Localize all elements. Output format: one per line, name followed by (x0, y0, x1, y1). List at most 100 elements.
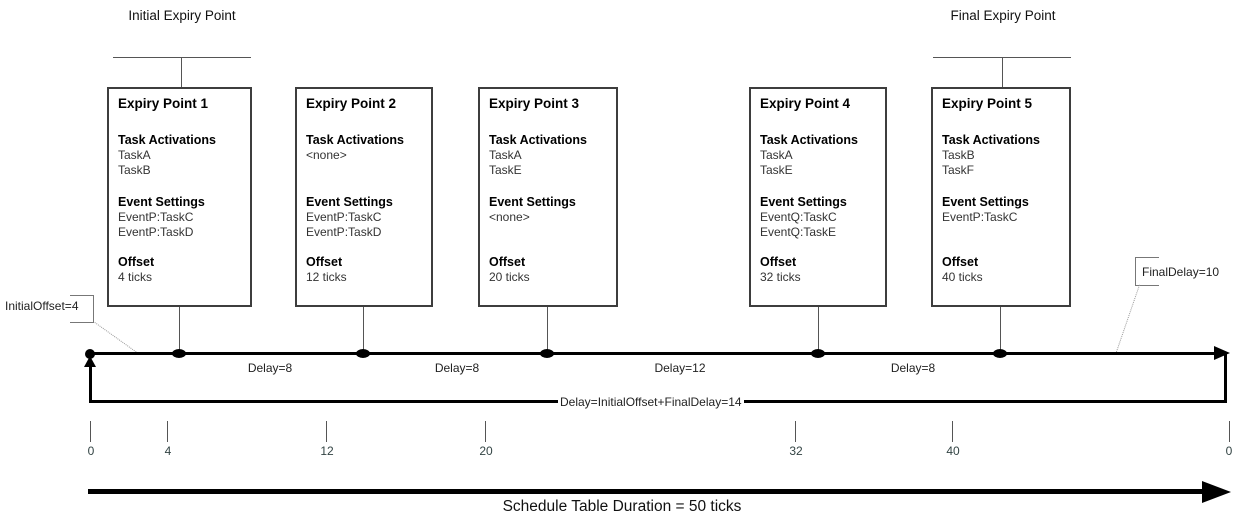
tick-4 (167, 421, 168, 442)
initial-offset-label: InitialOffset=4 (5, 299, 79, 313)
offset-value: 12 ticks (306, 270, 347, 284)
task-item: <none> (306, 148, 347, 162)
task-item: TaskB (942, 148, 975, 162)
tick-label: 20 (479, 444, 493, 458)
initial-offset-leader-line (94, 322, 139, 354)
initial-expiry-connector-vline (181, 57, 182, 87)
offset-section: Offset 12 ticks (306, 255, 427, 285)
duration-arrow-head (1202, 481, 1231, 503)
timeline (90, 352, 1216, 355)
task-activations-section: Task Activations TaskA TaskE (760, 133, 881, 178)
ep4-connector-line (818, 307, 819, 352)
ep3-timeline-marker (540, 349, 554, 358)
event-settings-section: Event Settings EventP:TaskC EventP:TaskD (306, 195, 427, 240)
ep2-timeline-marker (356, 349, 370, 358)
expiry-point-5-box: Expiry Point 5 Task Activations TaskB Ta… (931, 87, 1071, 307)
delay-label-2: Delay=8 (434, 361, 480, 375)
offset-header: Offset (118, 255, 155, 269)
event-settings-header: Event Settings (118, 195, 205, 209)
expiry-point-title: Expiry Point 4 (760, 96, 851, 111)
offset-section: Offset 32 ticks (760, 255, 881, 285)
task-item: TaskF (942, 163, 975, 177)
offset-section: Offset 4 ticks (118, 255, 246, 285)
final-delay-label: FinalDelay=10 (1142, 265, 1220, 279)
task-activations-header: Task Activations (942, 133, 1040, 147)
task-item: TaskE (489, 163, 522, 177)
tick-label: 4 (164, 444, 172, 458)
offset-header: Offset (942, 255, 979, 269)
offset-section: Offset 20 ticks (489, 255, 612, 285)
timeline-start-point (85, 349, 95, 359)
ep5-timeline-marker (993, 349, 1007, 358)
loop-right-vline (1224, 353, 1227, 403)
expiry-point-1-box: Expiry Point 1 Task Activations TaskA Ta… (107, 87, 252, 307)
event-item: EventQ:TaskE (760, 225, 837, 239)
offset-value: 4 ticks (118, 270, 153, 284)
wraparound-delay-label: Delay=InitialOffset+FinalDelay=14 (558, 395, 744, 409)
tick-end-0 (1229, 421, 1230, 442)
task-activations-section: Task Activations TaskA TaskE (489, 133, 612, 178)
event-settings-header: Event Settings (942, 195, 1029, 209)
event-settings-section: Event Settings EventQ:TaskC EventQ:TaskE (760, 195, 881, 240)
task-activations-header: Task Activations (306, 133, 404, 147)
event-settings-header: Event Settings (489, 195, 576, 209)
tick-40 (952, 421, 953, 442)
delay-label-3: Delay=12 (654, 361, 706, 375)
event-settings-header: Event Settings (760, 195, 847, 209)
expiry-point-title: Expiry Point 3 (489, 96, 580, 111)
initial-expiry-point-label: Initial Expiry Point (128, 8, 236, 23)
tick-20 (485, 421, 486, 442)
task-item: TaskB (118, 163, 151, 177)
tick-label: 40 (946, 444, 960, 458)
delay-label-4: Delay=8 (890, 361, 936, 375)
tick-0 (90, 421, 91, 442)
tick-label: 0 (87, 444, 95, 458)
tick-label: 32 (789, 444, 803, 458)
ep5-connector-line (1000, 307, 1001, 352)
initial-expiry-connector-hline (113, 57, 251, 58)
task-activations-section: Task Activations <none> (306, 133, 427, 163)
ep1-connector-line (179, 307, 180, 352)
offset-value: 20 ticks (489, 270, 530, 284)
offset-header: Offset (760, 255, 797, 269)
task-item: TaskA (760, 148, 793, 162)
delay-label-1: Delay=8 (247, 361, 293, 375)
expiry-point-3-box: Expiry Point 3 Task Activations TaskA Ta… (478, 87, 618, 307)
tick-label: 12 (320, 444, 334, 458)
expiry-point-4-box: Expiry Point 4 Task Activations TaskA Ta… (749, 87, 887, 307)
offset-value: 32 ticks (760, 270, 801, 284)
offset-header: Offset (306, 255, 343, 269)
duration-arrow-shaft (88, 489, 1204, 494)
event-item: EventP:TaskC (942, 210, 1018, 224)
event-settings-section: Event Settings <none> (489, 195, 612, 225)
ep4-timeline-marker (811, 349, 825, 358)
initial-offset-bracket (70, 295, 94, 323)
task-activations-header: Task Activations (760, 133, 858, 147)
ep3-connector-line (547, 307, 548, 352)
final-delay-bracket (1135, 257, 1159, 286)
tick-label: 0 (1225, 444, 1233, 458)
loop-return-arrowhead (84, 356, 96, 367)
loop-left-vline (89, 366, 92, 403)
expiry-point-2-box: Expiry Point 2 Task Activations <none> E… (295, 87, 433, 307)
offset-header: Offset (489, 255, 526, 269)
event-item: EventP:TaskC (118, 210, 194, 224)
task-item: TaskA (489, 148, 522, 162)
ep2-connector-line (363, 307, 364, 352)
task-activations-header: Task Activations (118, 133, 216, 147)
task-item: TaskA (118, 148, 151, 162)
expiry-point-title: Expiry Point 2 (306, 96, 397, 111)
event-settings-section: Event Settings EventP:TaskC (942, 195, 1065, 225)
offset-value: 40 ticks (942, 270, 983, 284)
ep1-timeline-marker (172, 349, 186, 358)
event-item: EventP:TaskD (306, 225, 382, 239)
final-expiry-point-label: Final Expiry Point (950, 8, 1056, 23)
duration-caption: Schedule Table Duration = 50 ticks (502, 498, 742, 515)
event-item: EventP:TaskC (306, 210, 382, 224)
task-activations-header: Task Activations (489, 133, 587, 147)
event-item: EventP:TaskD (118, 225, 194, 239)
final-delay-leader-line (1115, 284, 1140, 353)
event-settings-section: Event Settings EventP:TaskC EventP:TaskD (118, 195, 246, 240)
expiry-point-title: Expiry Point 1 (118, 96, 209, 111)
